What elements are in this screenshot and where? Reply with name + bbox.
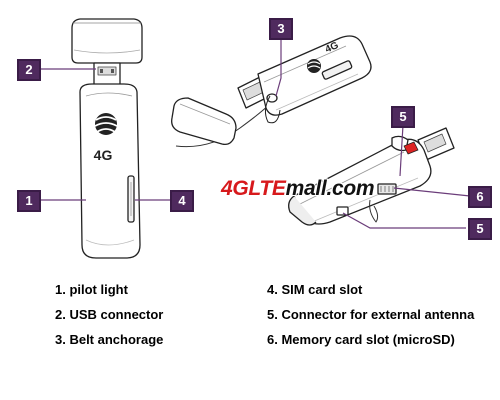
front-4g-label: 4G (94, 147, 113, 163)
top-modem (171, 35, 372, 148)
watermark-part-a: 4GLTE (221, 177, 286, 200)
legend-item-2: 2. USB connector (55, 307, 164, 322)
callout-2: 2 (17, 59, 41, 81)
leader-lines (39, 36, 471, 229)
microsd-slot (377, 183, 397, 195)
top-modem-body (257, 35, 372, 116)
usb-cap (71, 18, 143, 64)
top-usb-cap (171, 97, 237, 146)
belt-anchorage (264, 93, 281, 124)
legend-item-6: 6. Memory card slot (microSD) (267, 332, 455, 347)
callout-5-top: 5 (391, 106, 415, 128)
logo-pilot-light (94, 113, 118, 135)
callout-3: 3 (269, 18, 293, 40)
watermark-logo: 4GLTEmall.com (221, 177, 375, 201)
watermark-part-b: mall.com (285, 177, 375, 200)
legend-item-5: 5. Connector for external antenna (267, 307, 475, 322)
bottom-modem (288, 127, 455, 226)
callout-4: 4 (170, 190, 194, 212)
legend-item-3: 3. Belt anchorage (55, 332, 164, 347)
modem-body (79, 83, 141, 259)
front-modem (71, 18, 143, 259)
legend-item-4: 4. SIM card slot (267, 282, 363, 297)
callout-6: 6 (468, 186, 492, 208)
legend-item-1: 1. pilot light (55, 282, 128, 297)
usb-connector (93, 62, 121, 86)
antenna-connector (336, 206, 349, 216)
top-4g-label: 4G (324, 40, 341, 56)
callout-1: 1 (17, 190, 41, 212)
callout-5-bottom: 5 (468, 218, 492, 240)
